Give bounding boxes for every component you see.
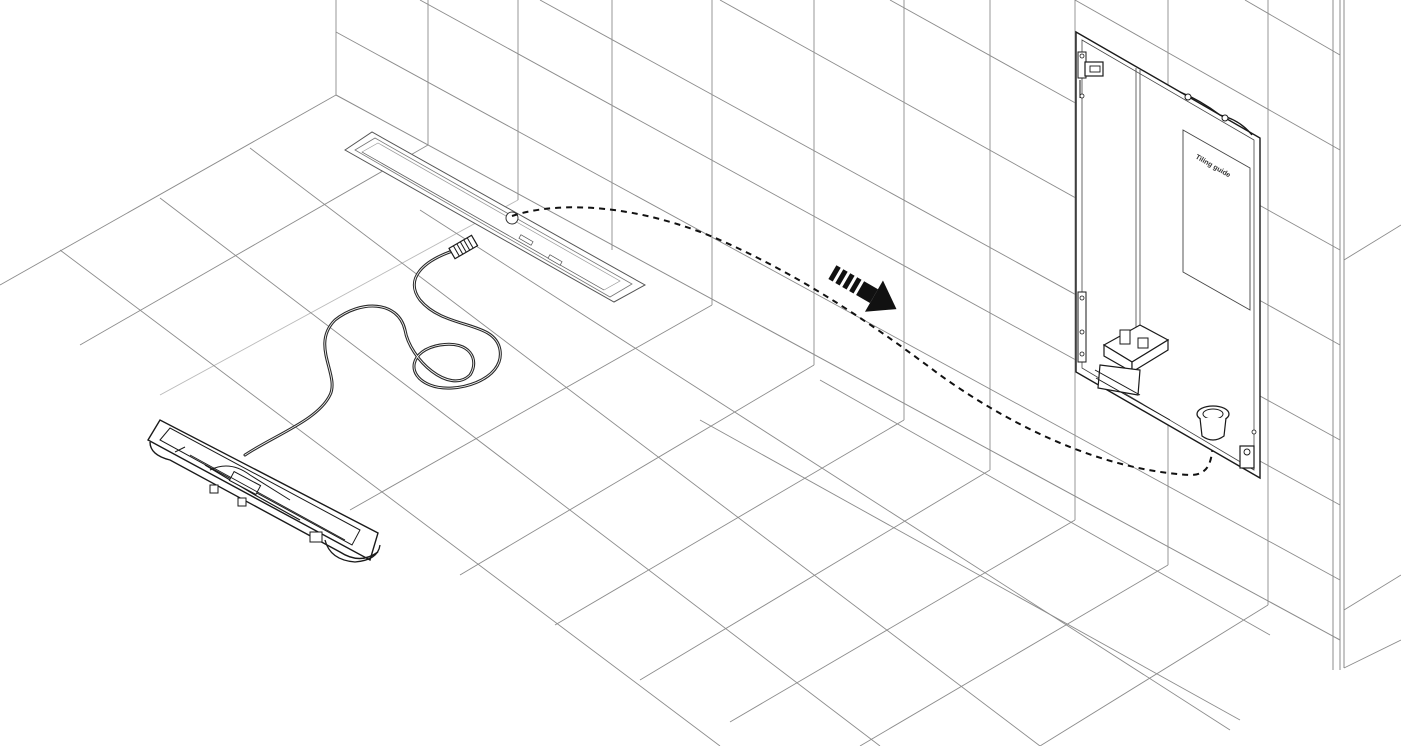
drain-tray-icon: [147, 419, 381, 563]
valve-unit-icon: [1094, 324, 1171, 421]
wall-box-icon: Tiling guide: [1075, 30, 1261, 480]
outlet-pipe-icon: [1196, 405, 1230, 441]
linear-drain-channel-icon: [344, 131, 647, 303]
direction-arrow-icon: [828, 265, 897, 312]
fitting-icon: [1239, 429, 1257, 469]
flexible-hose-icon: [243, 234, 502, 457]
mounting-bracket-icon: [1077, 291, 1087, 363]
floor-tile-grid: [0, 94, 1271, 746]
mounting-bracket-icon: [1077, 51, 1104, 99]
